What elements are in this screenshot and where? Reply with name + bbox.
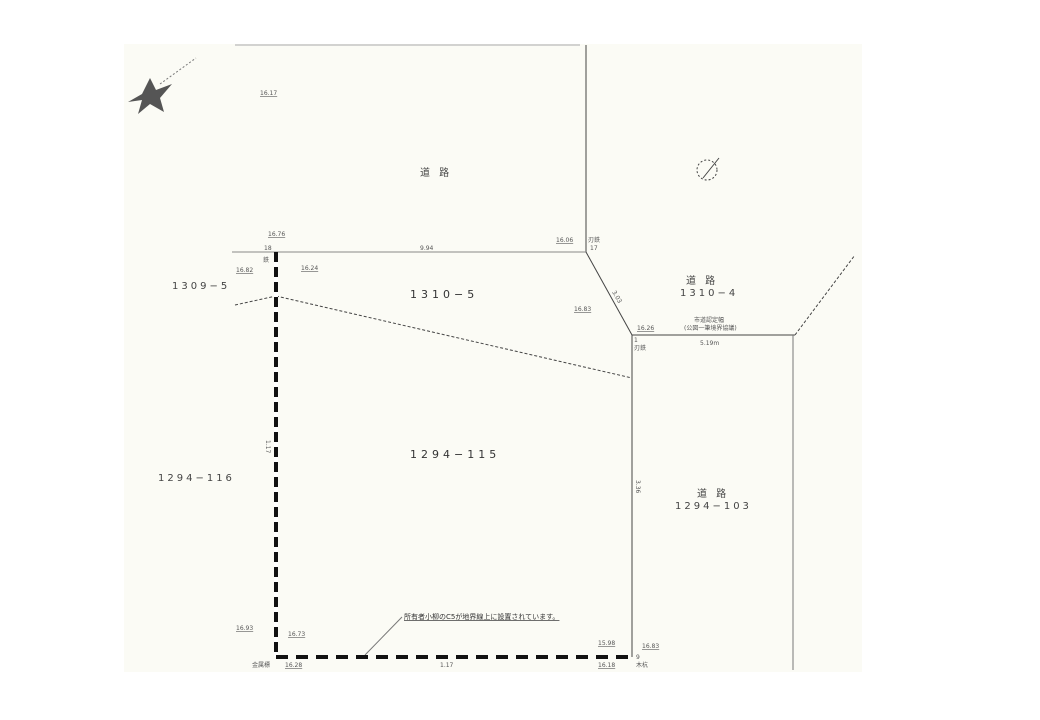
point-17: 17	[590, 245, 598, 252]
label-parcel-1310-4-no: 1310−4	[680, 288, 738, 299]
point-18-type: 鉄	[263, 256, 269, 264]
label-parcel-1309-5: 1309−5	[172, 281, 230, 292]
point-bottom-right-type: 木杭	[636, 661, 648, 669]
distance-top: 9.94	[420, 245, 434, 252]
elevation: 16.28	[285, 662, 302, 669]
point-bottom-left-type: 金属標	[252, 661, 270, 669]
point-9: 9	[636, 654, 640, 661]
boundary-note: 所有者小柳のC5が地界線上に設置されています。	[404, 612, 559, 621]
north-compass-icon	[128, 57, 197, 114]
point-1-type: 刃鉄	[634, 344, 646, 352]
label-parcel-1310-5: 1310−5	[410, 288, 478, 301]
subject-boundary-dashed	[274, 252, 632, 659]
elevation: 16.93	[236, 625, 253, 632]
point-1: 1	[634, 337, 638, 344]
elevation: 16.83	[574, 306, 591, 313]
elevation: 16.82	[236, 267, 253, 274]
road-note-2: (公図一筆境界協議)	[684, 324, 737, 332]
paper	[124, 44, 862, 672]
boundary-lines	[232, 44, 856, 670]
label-parcel-1294-116: 1294−116	[158, 473, 235, 484]
elevation: 16.17	[260, 90, 277, 97]
elevation: 16.83	[642, 643, 659, 650]
distance-right: 3.36	[634, 480, 641, 494]
elevation-labels: 16.17 16.76 16.82 16.24 16.06 16.83 16.2…	[236, 90, 659, 669]
distance-left: 1.17	[264, 440, 271, 454]
label-parcel-1294-115: 1294−115	[410, 448, 500, 461]
elevation: 16.73	[288, 631, 305, 638]
elevation: 15.98	[598, 640, 615, 647]
elevation: 16.26	[637, 325, 654, 332]
label-road-right: 道 路	[697, 487, 729, 500]
point-18: 18	[264, 245, 272, 252]
elevation: 16.06	[556, 237, 573, 244]
label-road-top: 道 路	[420, 166, 452, 179]
distance-bottom: 1.17	[440, 662, 454, 669]
elevation: 16.76	[268, 231, 285, 238]
elevation: 16.18	[598, 662, 615, 669]
label-road-right-top: 道 路	[686, 274, 718, 287]
road-note-1: 市道認定幅	[694, 316, 724, 324]
label-parcel-1294-103: 1294−103	[675, 501, 752, 512]
point-17-type: 刃鉄	[588, 236, 600, 244]
elevation: 16.24	[301, 265, 318, 272]
distance-road-width: 5.19m	[700, 340, 719, 347]
